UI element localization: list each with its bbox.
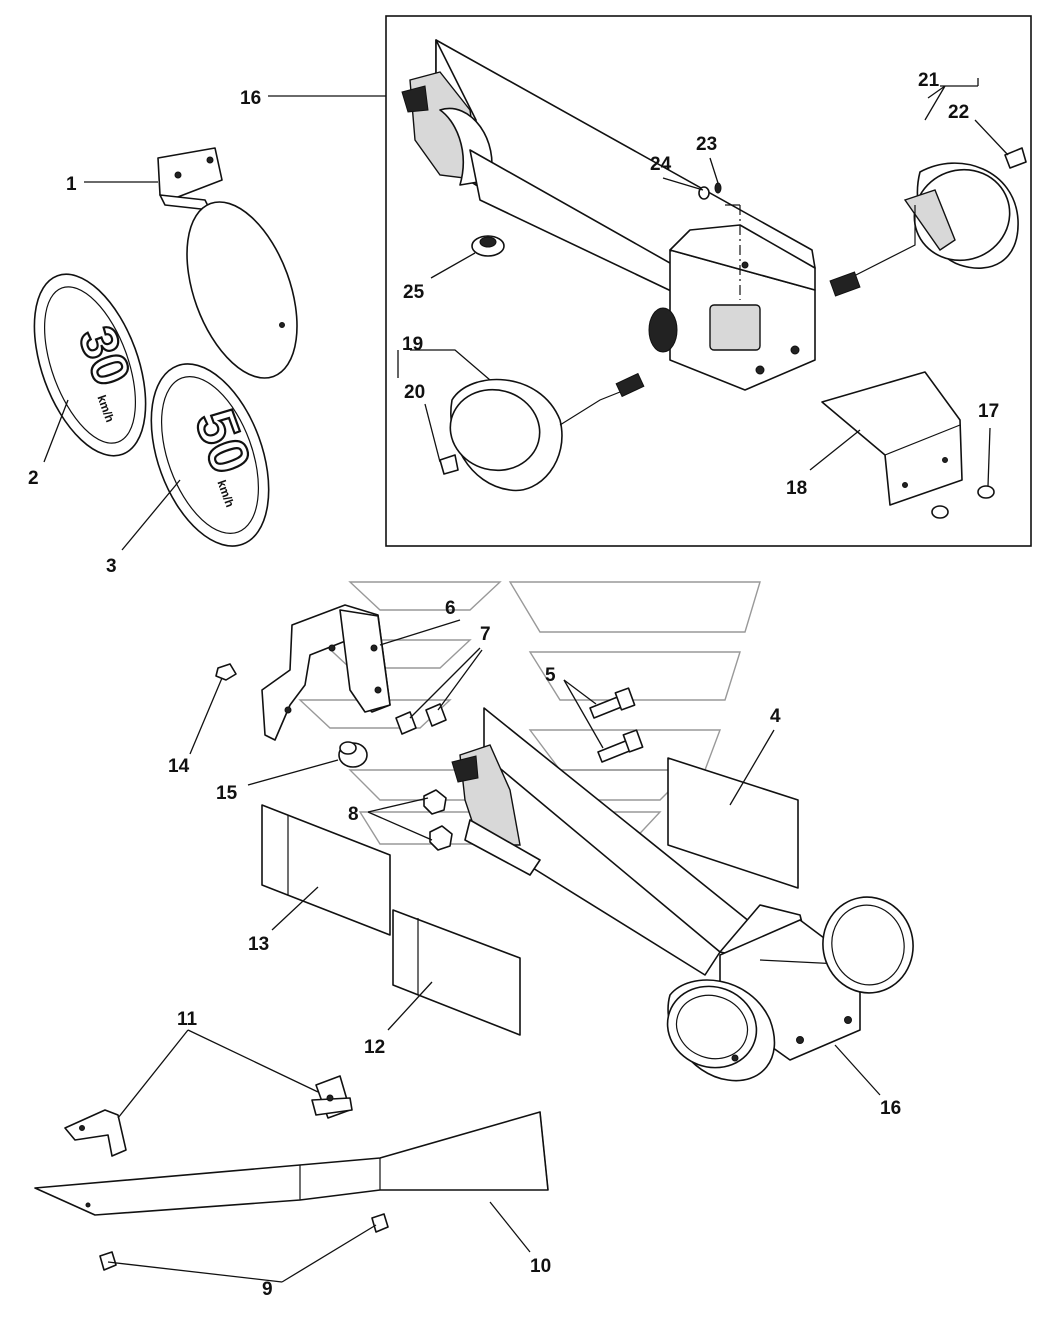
callout-22: 22 — [948, 102, 969, 123]
panel-part-10 — [34, 1111, 549, 1216]
callout-18: 18 — [786, 478, 807, 499]
callout-21: 21 — [918, 70, 940, 91]
callout-9: 9 — [262, 1279, 273, 1300]
speed-sign-30-part-2: 30 km/h — [33, 273, 147, 457]
bolt-part-5 — [589, 687, 644, 763]
bracket-part-18 — [821, 371, 963, 506]
callout-2: 2 — [28, 468, 39, 489]
callout-10: 10 — [530, 1256, 551, 1277]
beam-assembly-inset — [401, 39, 816, 391]
reflector-part-13 — [261, 804, 391, 936]
reflector-part-4 — [667, 757, 799, 889]
callout-16-bottom: 16 — [880, 1098, 901, 1119]
screw-part-17 — [931, 485, 995, 519]
leader-lines — [43, 78, 1009, 1283]
callout-5: 5 — [545, 665, 556, 686]
callout-14: 14 — [168, 756, 190, 777]
callout-19: 19 — [402, 334, 423, 355]
callout-13: 13 — [248, 934, 269, 955]
nut-part-14 — [215, 663, 237, 681]
callout-6: 6 — [445, 598, 456, 619]
callout-12: 12 — [364, 1037, 385, 1058]
reflector-part-12 — [392, 909, 521, 1036]
bracket-part-6 — [261, 604, 391, 741]
washer-part-23 — [714, 182, 722, 194]
blank-plate-part-1 — [157, 147, 298, 379]
speed-sign-50-part-3: 50 km/h — [150, 363, 270, 547]
screw-part-7 — [395, 703, 447, 735]
callout-4: 4 — [770, 706, 781, 727]
callout-labels: 16 1 2 3 25 24 23 21 22 19 20 17 18 6 7 … — [28, 70, 999, 1300]
bulb-part-22 — [1004, 147, 1027, 169]
callout-17: 17 — [978, 401, 999, 422]
nut-part-8 — [423, 789, 453, 851]
callout-11: 11 — [177, 1009, 198, 1030]
callout-24: 24 — [650, 154, 672, 175]
callout-20: 20 — [404, 382, 425, 403]
callout-15: 15 — [216, 783, 238, 804]
inset-frame — [385, 15, 1032, 547]
callout-23: 23 — [696, 134, 717, 155]
callout-7: 7 — [480, 624, 491, 645]
callout-25: 25 — [403, 282, 425, 303]
beam-assembly-lower — [451, 707, 914, 1082]
callout-1: 1 — [66, 174, 77, 195]
lamp-part-21 — [829, 162, 1019, 297]
callout-8: 8 — [348, 804, 359, 825]
bulb-part-20 — [439, 454, 459, 475]
lamp-part-19 — [449, 372, 645, 492]
callout-3: 3 — [106, 556, 117, 577]
clip-part-11 — [64, 1075, 353, 1157]
screw-part-9 — [99, 1213, 389, 1271]
callout-16-top: 16 — [240, 88, 261, 109]
plug-part-15 — [338, 741, 368, 768]
grommet-part-25 — [471, 235, 505, 257]
